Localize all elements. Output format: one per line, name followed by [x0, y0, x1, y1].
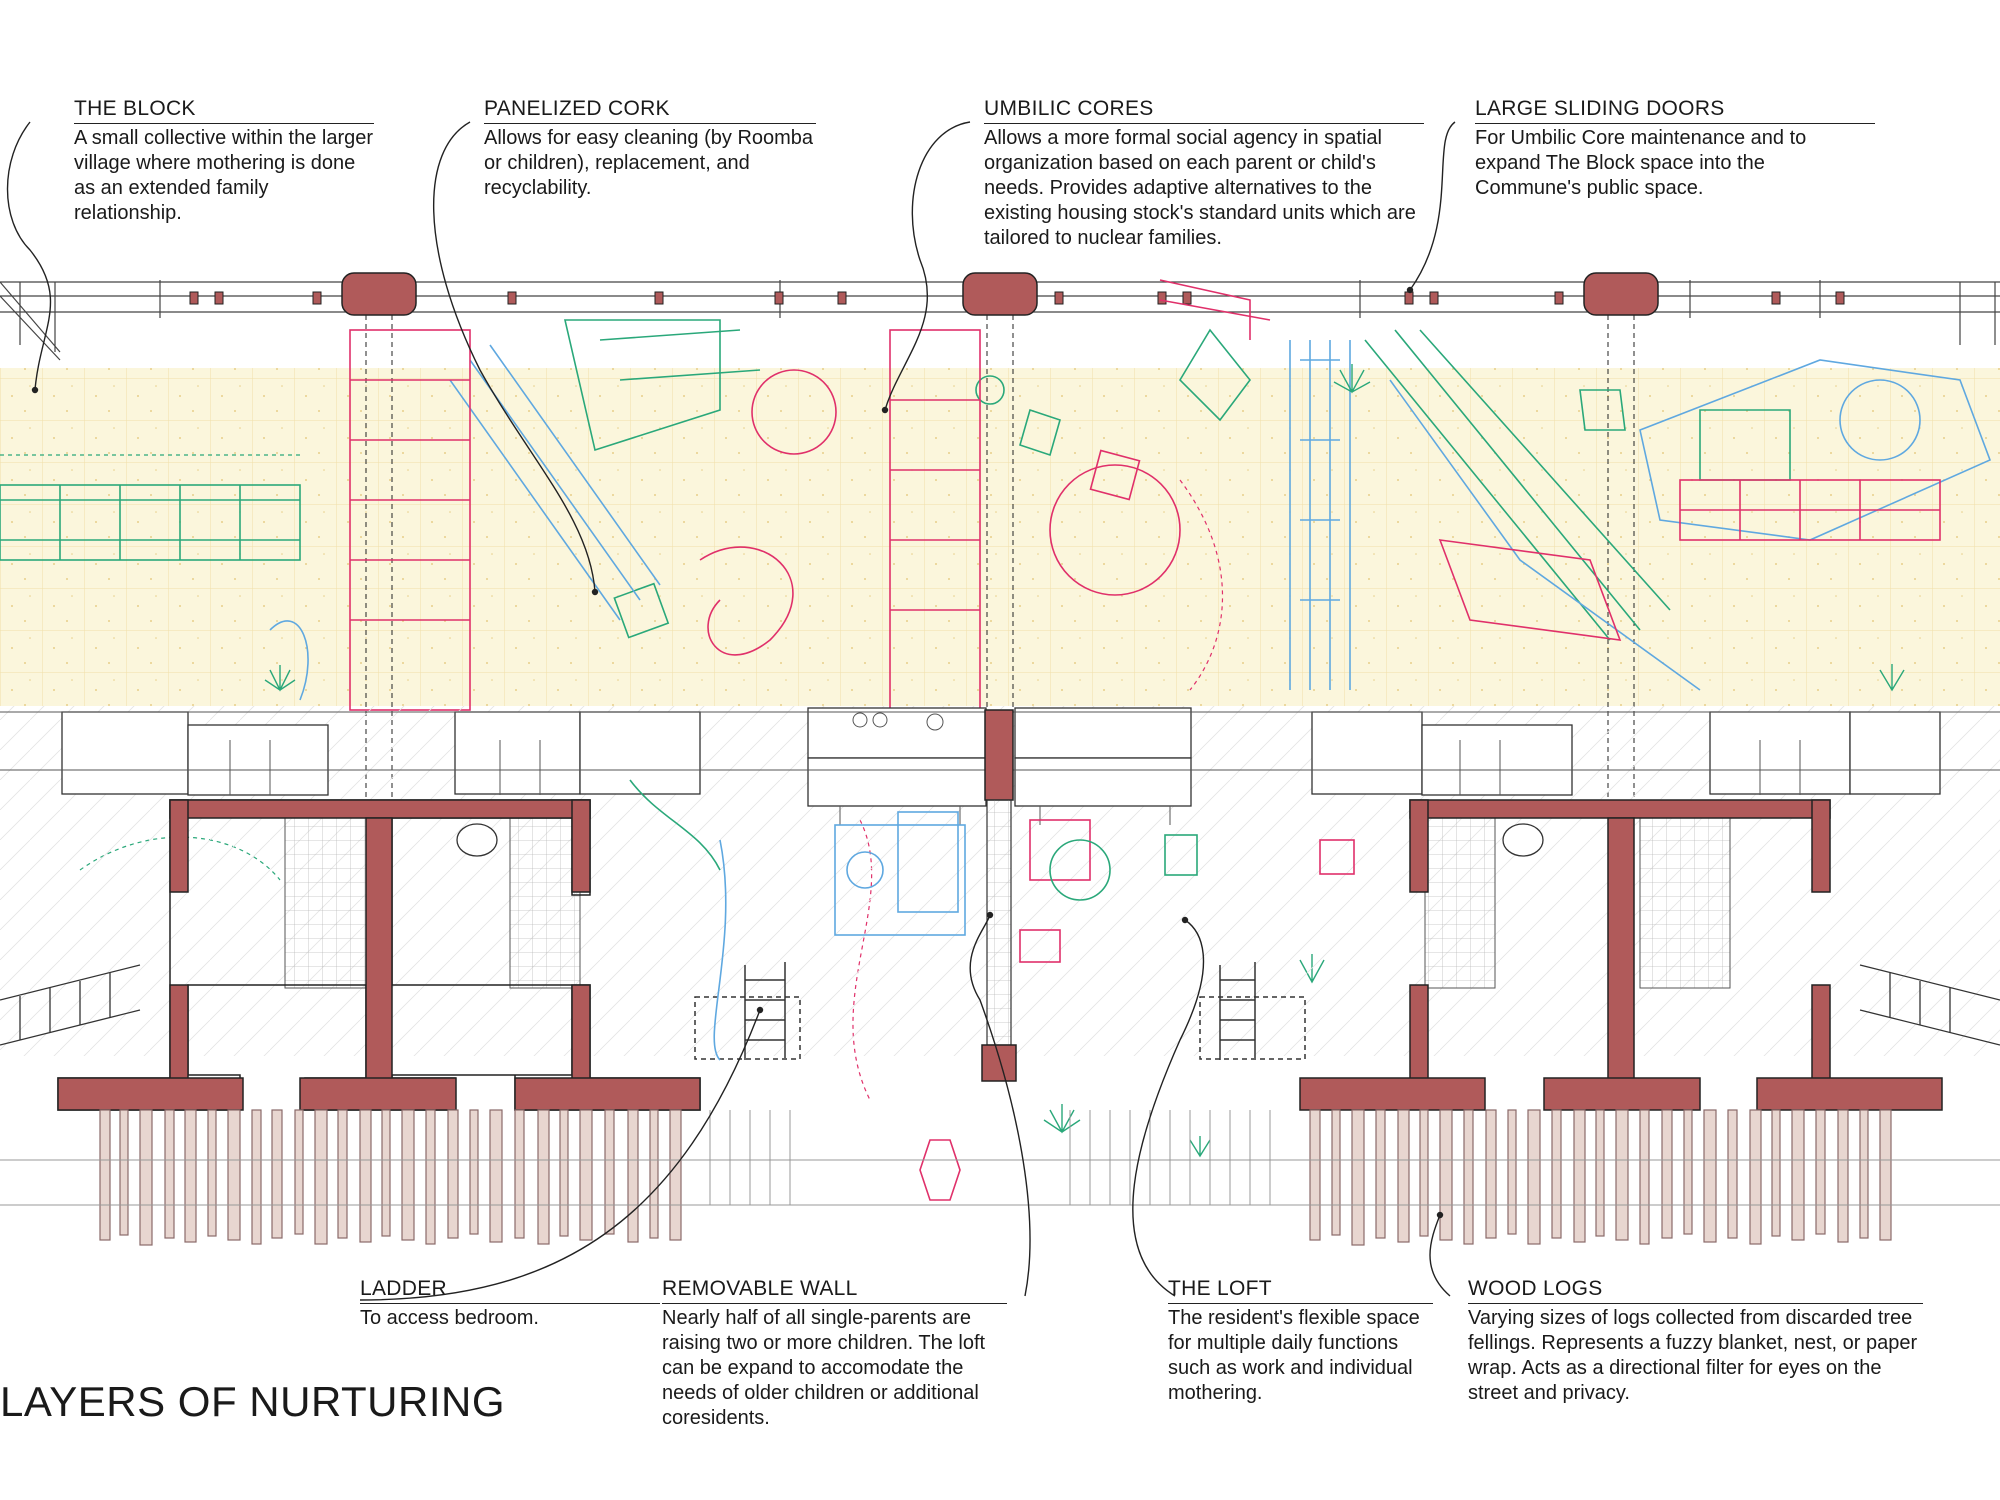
- toilets: [456, 823, 1544, 857]
- annotation-body: To access bedroom.: [360, 1307, 539, 1329]
- annotation-body: A small collective within the larger vil…: [74, 127, 374, 224]
- annotation-body: Nearly half of all single-parents are ra…: [662, 1307, 986, 1429]
- removable-wall-core: [984, 709, 1014, 801]
- annotation-title: UMBILIC CORES: [984, 97, 1424, 124]
- annotation-body: Varying sizes of logs collected from dis…: [1468, 1307, 1918, 1404]
- annotation-body: Allows for easy cleaning (by Roomba or c…: [484, 127, 814, 199]
- cork-floor: [0, 368, 2000, 706]
- front-fence: [0, 1110, 2000, 1206]
- annotation-title: THE LOFT: [1168, 1277, 1433, 1304]
- annotation-the-loft: THE LOFT The resident's flexible space f…: [1168, 1277, 1433, 1406]
- wood-logs-right: [1309, 1109, 1892, 1246]
- annotation-body: Allows a more formal social agency in sp…: [984, 127, 1416, 249]
- annotation-title: THE BLOCK: [74, 97, 374, 124]
- annotation-panelized-cork: PANELIZED CORK Allows for easy cleaning …: [484, 97, 816, 201]
- rail-brackets: [189, 291, 1845, 305]
- loft-furniture: [629, 779, 1355, 1201]
- annotation-body: The resident's flexible space for multip…: [1168, 1307, 1420, 1404]
- annotation-title: LARGE SLIDING DOORS: [1475, 97, 1875, 124]
- annotation-large-sliding-doors: LARGE SLIDING DOORS For Umbilic Core mai…: [1475, 97, 1875, 201]
- annotation-wood-logs: WOOD LOGS Varying sizes of logs collecte…: [1468, 1277, 1923, 1406]
- side-ladders: [0, 964, 2000, 1046]
- removable-wall-base: [981, 1044, 1017, 1082]
- drawing-title: LAYERS OF NURTURING: [0, 1378, 506, 1425]
- umbilic-core-caps: [341, 272, 1659, 316]
- annotation-umbilic-cores: UMBILIC CORES Allows a more formal socia…: [984, 97, 1424, 251]
- furniture-green: [0, 319, 1791, 641]
- wood-logs-left: [99, 1109, 682, 1246]
- annotation-removable-wall: REMOVABLE WALL Nearly half of all single…: [662, 1277, 1007, 1431]
- furniture-red: [349, 279, 1941, 711]
- umbilic-core-frames: [57, 799, 1943, 1111]
- cabinetry: [61, 707, 1941, 807]
- annotation-title: PANELIZED CORK: [484, 97, 816, 124]
- ladder-left: [694, 962, 801, 1060]
- annotation-title: LADDER: [360, 1277, 660, 1304]
- furniture-blue: [269, 340, 1992, 701]
- annotation-body: For Umbilic Core maintenance and to expa…: [1475, 127, 1807, 199]
- leader-lines: [6, 121, 1456, 1301]
- annotation-title: WOOD LOGS: [1468, 1277, 1923, 1304]
- bath-tiles: [284, 817, 1731, 989]
- removable-wall: [986, 799, 1012, 1046]
- ladder-right: [1199, 962, 1306, 1060]
- annotation-ladder: LADDER To access bedroom.: [360, 1277, 660, 1331]
- annotation-title: REMOVABLE WALL: [662, 1277, 1007, 1304]
- annotation-the-block: THE BLOCK A small collective within the …: [74, 97, 374, 226]
